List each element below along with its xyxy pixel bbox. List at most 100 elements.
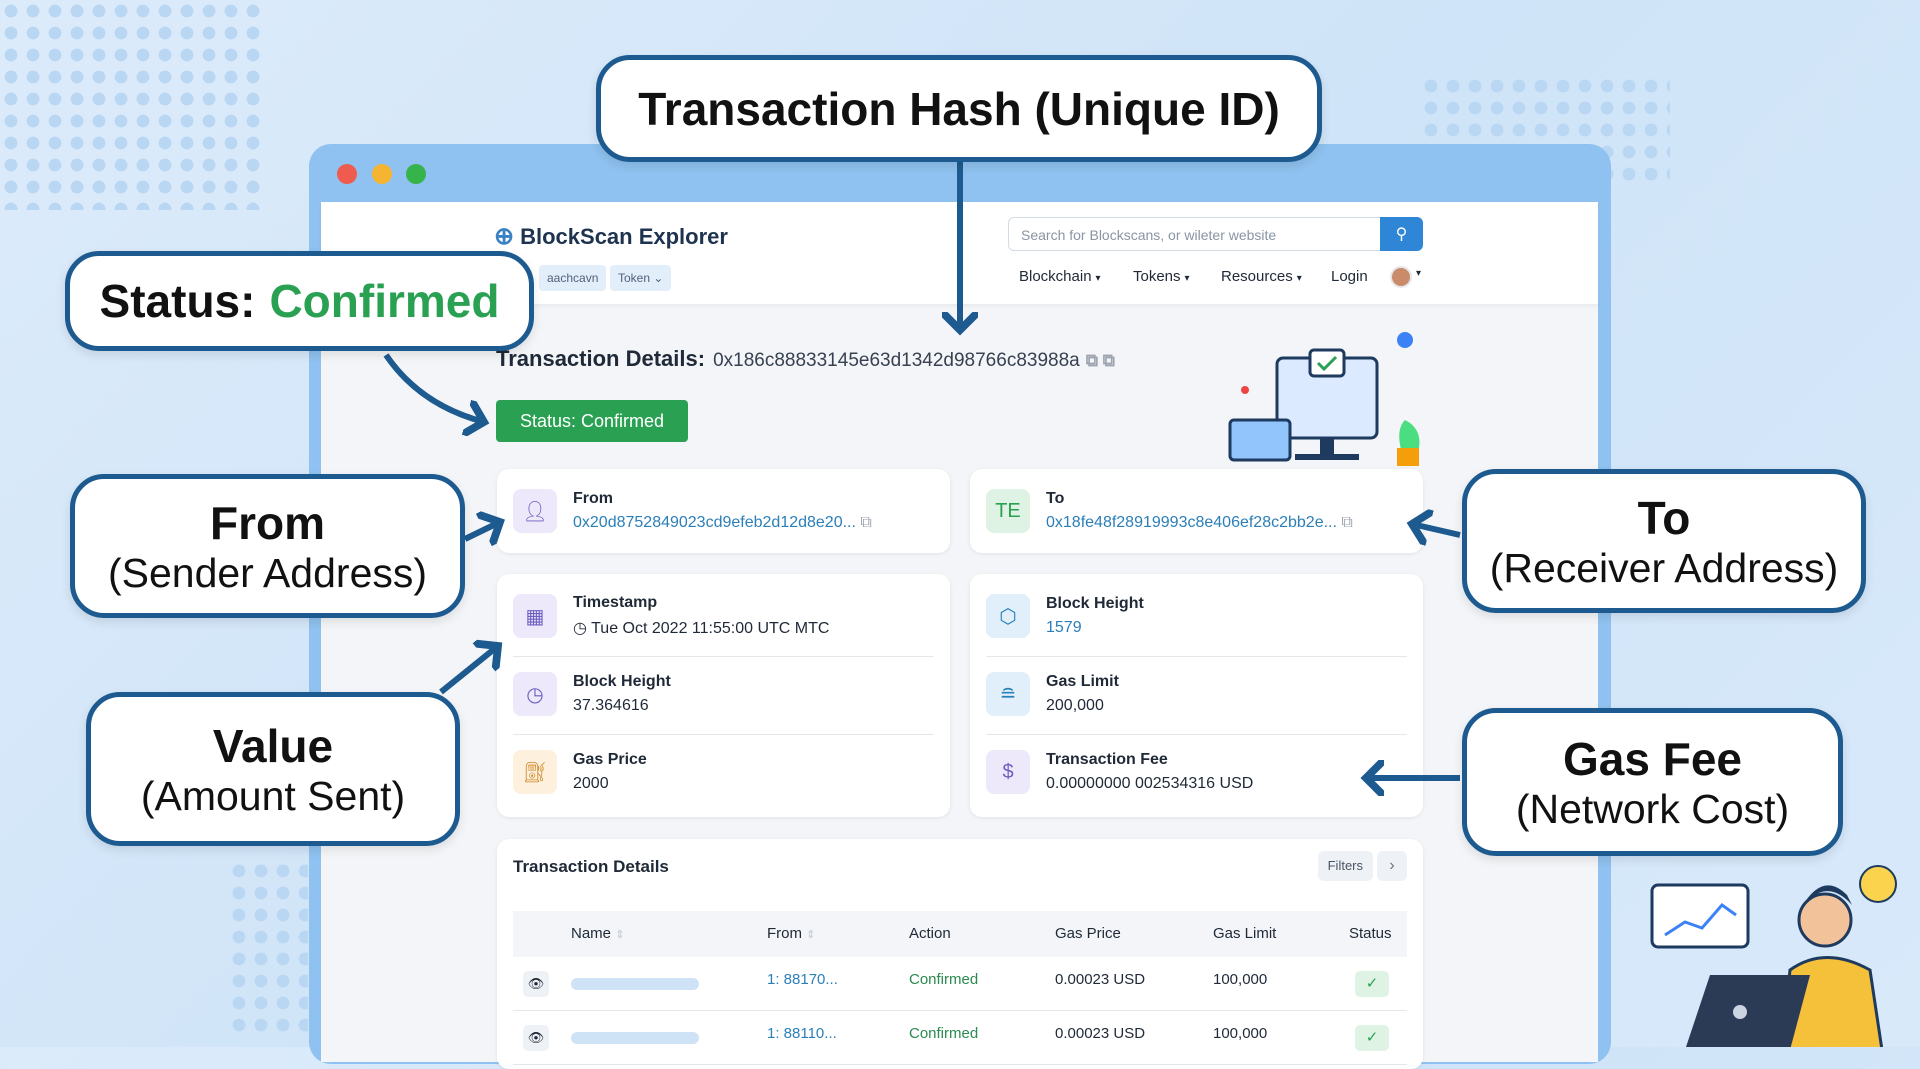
from-link[interactable]: 1: 88170... xyxy=(767,971,838,988)
col-from[interactable]: From ⇕ xyxy=(767,925,815,942)
decor-dots xyxy=(228,860,308,1040)
action-text: Confirmed xyxy=(909,971,979,988)
chevron-down-icon[interactable]: ▾ xyxy=(1416,268,1422,279)
divider xyxy=(986,656,1407,657)
close-window-button[interactable] xyxy=(337,164,357,184)
callout-from: From(Sender Address) xyxy=(70,474,465,618)
col-gas-limit: Gas Limit xyxy=(1213,925,1277,942)
clock-icon: ◷ xyxy=(513,672,557,716)
transactions-table-card: Transaction Details Filters › Name ⇕ Fro… xyxy=(497,839,1423,1069)
table-title: Transaction Details xyxy=(513,857,669,876)
search-button[interactable]: ⚲ xyxy=(1380,217,1423,251)
computer-illustration xyxy=(1228,332,1420,466)
nav-resources[interactable]: Resources▾ xyxy=(1221,268,1302,285)
from-address[interactable]: 0x20d8752849023cd9efeb2d12d8e20... ⧉ xyxy=(573,514,872,532)
callout-text: Transaction Hash (Unique ID) xyxy=(638,82,1280,135)
clock-icon: ◷ xyxy=(573,620,587,637)
callout-text: Status: xyxy=(99,275,256,327)
calendar-icon: ▦ xyxy=(513,594,557,638)
fuel-pump-icon: ⛽︎ xyxy=(513,750,557,794)
block-height-link[interactable]: 1579 xyxy=(1046,619,1082,636)
name-placeholder xyxy=(571,1032,699,1044)
callout-transaction-hash: Transaction Hash (Unique ID) xyxy=(596,55,1322,162)
nav-tokens[interactable]: Tokens▾ xyxy=(1133,268,1190,285)
nav-label: Blockchain xyxy=(1019,268,1092,285)
col-label: Name xyxy=(571,925,612,942)
callout-subtitle: (Receiver Address) xyxy=(1489,544,1839,591)
block-height-label: Block Height xyxy=(1046,595,1144,612)
from-card: 👤︎ From 0x20d8752849023cd9efeb2d12d8e20...… xyxy=(497,469,950,553)
page-title: Transaction Details: 0x186c88833145e63d13… xyxy=(496,346,1115,372)
table-row[interactable]: 👁︎ 1: 88170... Confirmed 0.00023 USD 100… xyxy=(513,957,1407,1011)
callout-status-value: Confirmed xyxy=(269,275,500,327)
action-text: Confirmed xyxy=(909,1025,979,1042)
callout-title: Value xyxy=(212,719,334,772)
transaction-hash: 0x186c88833145e63d1342d98766c83988a xyxy=(713,350,1080,371)
search-input[interactable]: Search for Blockscans, or wileter websit… xyxy=(1008,217,1380,251)
brand-name: BlockScan Explorer xyxy=(520,223,728,249)
to-badge: TE xyxy=(986,489,1030,533)
callout-subtitle: (Amount Sent) xyxy=(140,772,406,819)
maximize-window-button[interactable] xyxy=(406,164,426,184)
copy-icon[interactable]: ⧉ ⧉ xyxy=(1085,351,1115,370)
gas-limit-cell: 100,000 xyxy=(1213,1025,1268,1042)
callout-subtitle: (Network Cost) xyxy=(1515,785,1790,832)
to-card: TE To 0x18fe48f28919993c8e406ef28c2bb2e...… xyxy=(970,469,1423,553)
divider xyxy=(986,734,1407,735)
copy-icon[interactable]: ⧉ xyxy=(1341,514,1353,531)
col-action: Action xyxy=(909,925,951,942)
nav-label: Tokens xyxy=(1133,268,1181,285)
callout-title: To xyxy=(1637,491,1691,544)
token-dropdown[interactable]: Token ⌄ xyxy=(610,265,672,291)
from-label: From xyxy=(573,490,613,507)
callout-title: From xyxy=(210,496,325,549)
transaction-fee-value: 0.00000000 002534316 USD xyxy=(1046,775,1254,792)
avatar[interactable] xyxy=(1390,266,1412,288)
filters-button[interactable]: Filters xyxy=(1317,851,1373,881)
check-icon: ✓ xyxy=(1355,1025,1389,1051)
database-icon: ≘ xyxy=(986,672,1030,716)
col-status: Status xyxy=(1349,925,1392,942)
gas-limit-label: Gas Limit xyxy=(1046,673,1119,690)
gas-limit-cell: 100,000 xyxy=(1213,971,1268,988)
title-label: Transaction Details: xyxy=(496,346,706,371)
globe-icon: ⊕ xyxy=(494,223,515,250)
timestamp-label: Timestamp xyxy=(573,594,658,611)
minimize-window-button[interactable] xyxy=(372,164,392,184)
from-address-text: 0x20d8752849023cd9efeb2d12d8e20... xyxy=(573,514,856,531)
callout-subtitle: (Sender Address) xyxy=(107,549,428,596)
to-address[interactable]: 0x18fe48f28919993c8e406ef28c2bb2e... ⧉ xyxy=(1046,514,1353,532)
nav-blockchain[interactable]: Blockchain▾ xyxy=(1019,268,1101,285)
col-label: From xyxy=(767,925,802,942)
table-header: Name ⇕ From ⇕ Action Gas Price Gas Limit… xyxy=(513,911,1407,957)
table-row[interactable]: 👁︎ 1: 88110... Confirmed 0.00023 USD 100… xyxy=(513,1011,1407,1065)
chevron-down-icon: ▾ xyxy=(1095,273,1101,284)
callout-gas-fee: Gas Fee(Network Cost) xyxy=(1462,708,1843,856)
to-label: To xyxy=(1046,490,1065,507)
from-link[interactable]: 1: 88110... xyxy=(767,1025,837,1042)
timestamp-value: Tue Oct 2022 11:55:00 UTC MTC xyxy=(591,620,830,637)
sort-icon: ⇕ xyxy=(615,929,625,941)
gas-price-cell: 0.00023 USD xyxy=(1055,971,1146,988)
chevron-down-icon: ⌄ xyxy=(653,271,664,285)
chevron-right-icon[interactable]: › xyxy=(1377,851,1407,881)
gas-price-value: 2000 xyxy=(573,775,609,792)
col-name[interactable]: Name ⇕ xyxy=(571,925,624,942)
user-icon: 👤︎ xyxy=(513,489,557,533)
gas-limit-value: 200,000 xyxy=(1046,697,1104,714)
callout-title: Gas Fee xyxy=(1563,732,1742,785)
eye-icon[interactable]: 👁︎ xyxy=(523,1025,549,1051)
chevron-down-icon: ▾ xyxy=(1296,273,1302,284)
col-gas-price: Gas Price xyxy=(1055,925,1121,942)
copy-icon[interactable]: ⧉ xyxy=(860,514,872,531)
eye-icon[interactable]: 👁︎ xyxy=(523,971,549,997)
cube-icon: ⬡ xyxy=(986,594,1030,638)
brand-logo[interactable]: ⊕BlockScan Explorer xyxy=(494,222,728,251)
nav-chip[interactable]: aachcavn xyxy=(539,265,607,291)
chevron-down-icon: ▾ xyxy=(1184,273,1190,284)
block-height-value: 37.364616 xyxy=(573,697,649,714)
divider xyxy=(513,656,934,657)
sort-icon: ⇕ xyxy=(806,929,816,941)
login-link[interactable]: Login xyxy=(1331,268,1368,285)
